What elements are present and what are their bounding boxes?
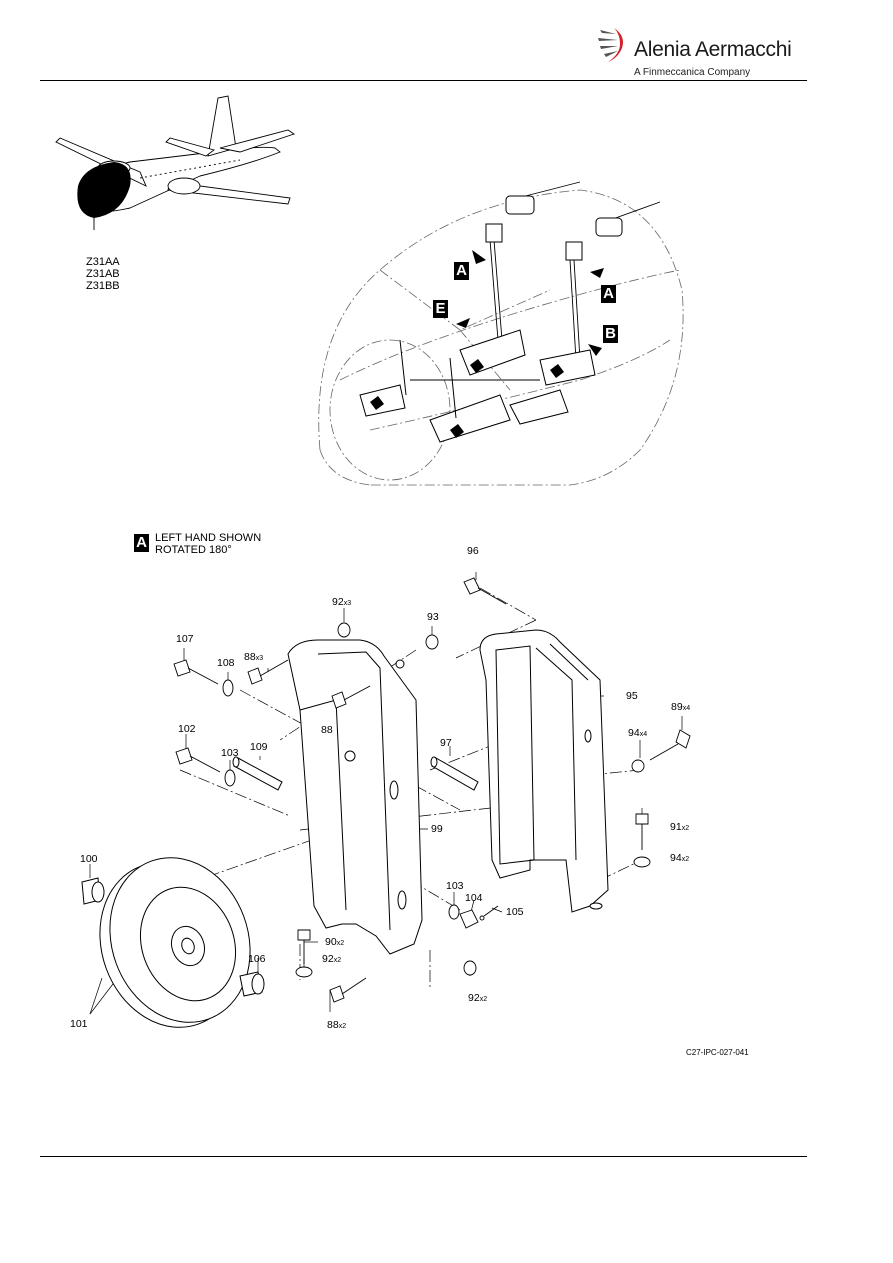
callout-92-mid: 92x2	[322, 953, 341, 965]
callout-qty: x2	[681, 856, 690, 863]
legend-line-1: LEFT HAND SHOWN	[155, 532, 262, 544]
callout-number: 92	[468, 992, 480, 1004]
callout-92-top: 92x3	[332, 596, 351, 608]
callout-95: 95	[626, 690, 638, 702]
callout-number: 96	[467, 545, 479, 557]
callout-93: 93	[427, 611, 439, 623]
callout-number: 94	[670, 852, 682, 864]
callout-qty: x3	[343, 600, 352, 607]
callout-number: 101	[70, 1018, 88, 1030]
logo-subtitle: A Finmeccanica Company	[634, 67, 751, 78]
callout-number: 88	[244, 651, 256, 663]
callout-103-bottom: 103	[446, 880, 464, 892]
callout-97: 97	[440, 737, 452, 749]
callout-number: 102	[178, 723, 196, 735]
callout-number: 88	[321, 724, 333, 736]
callout-number: 103	[446, 880, 464, 892]
callout-number: 91	[670, 821, 682, 833]
callout-105: 105	[506, 906, 524, 918]
callout-94-bottom: 94x2	[670, 852, 689, 864]
callout-number: 89	[671, 701, 683, 713]
callout-number: 93	[427, 611, 439, 623]
zone-label: Z31BB	[86, 280, 120, 292]
zone-label: Z31AB	[86, 268, 120, 280]
callout-number: 90	[325, 936, 337, 948]
exploded-assembly-diagram	[81, 572, 691, 1028]
callout-number: 105	[506, 906, 524, 918]
footer-rule	[40, 1156, 807, 1157]
callout-96: 96	[467, 545, 479, 557]
callout-number: 97	[440, 737, 452, 749]
callout-100: 100	[80, 853, 98, 865]
callout-101: 101	[70, 1018, 88, 1030]
callout-qty: x2	[338, 1023, 347, 1030]
callout-109: 109	[250, 741, 268, 753]
callout-99: 99	[431, 823, 443, 835]
callout-108: 108	[217, 657, 235, 669]
callout-number: 92	[332, 596, 344, 608]
aircraft-locator-icon	[55, 95, 296, 230]
callout-90: 90x2	[325, 936, 344, 948]
callout-qty: x2	[336, 940, 345, 947]
callout-number: 109	[250, 741, 268, 753]
callout-number: 92	[322, 953, 334, 965]
callout-number: 108	[217, 657, 235, 669]
callout-88-top: 88x3	[244, 651, 263, 663]
callout-102: 102	[178, 723, 196, 735]
callout-88-mid: 88	[321, 724, 333, 736]
view-flag-b: B	[603, 325, 618, 343]
callout-qty: x3	[255, 655, 264, 662]
callout-number: 88	[327, 1019, 339, 1031]
callout-number: 104	[465, 892, 483, 904]
callout-number: 95	[626, 690, 638, 702]
callout-89: 89x4	[671, 701, 690, 713]
callout-qty: x4	[682, 705, 691, 712]
legend-flag: A	[134, 534, 149, 552]
nose-section-diagram	[318, 181, 684, 486]
legend-line-2: ROTATED 180°	[155, 544, 232, 556]
callout-103-top: 103	[221, 747, 239, 759]
callout-91: 91x2	[670, 821, 689, 833]
callout-number: 94	[628, 727, 640, 739]
callout-number: 99	[431, 823, 443, 835]
zone-label: Z31AA	[86, 256, 120, 268]
callout-qty: x2	[333, 957, 342, 964]
logo-name: Alenia Aermacchi	[634, 38, 792, 61]
zone-labels: Z31AA Z31AB Z31BB	[86, 256, 120, 292]
callout-104: 104	[465, 892, 483, 904]
brand-logo: Alenia Aermacchi A Finmeccanica Company	[596, 22, 796, 82]
callout-106: 106	[248, 953, 266, 965]
callout-qty: x2	[681, 825, 690, 832]
view-flag-a-left: A	[454, 262, 469, 280]
callout-number: 107	[176, 633, 194, 645]
callout-qty: x2	[479, 996, 488, 1003]
callout-number: 103	[221, 747, 239, 759]
callout-88-bottom: 88x2	[327, 1019, 346, 1031]
legend-text: LEFT HAND SHOWN ROTATED 180°	[155, 532, 261, 556]
logo-mark-icon	[598, 28, 623, 62]
callout-107: 107	[176, 633, 194, 645]
callout-94-top: 94x4	[628, 727, 647, 739]
view-flag-a-right: A	[601, 285, 616, 303]
callout-92-bottom: 92x2	[468, 992, 487, 1004]
header-rule	[40, 80, 807, 81]
callout-number: 106	[248, 953, 266, 965]
callout-number: 100	[80, 853, 98, 865]
figure-reference: C27-IPC-027-041	[686, 1048, 749, 1057]
callout-qty: x4	[639, 731, 648, 738]
view-flag-e: E	[433, 300, 448, 318]
